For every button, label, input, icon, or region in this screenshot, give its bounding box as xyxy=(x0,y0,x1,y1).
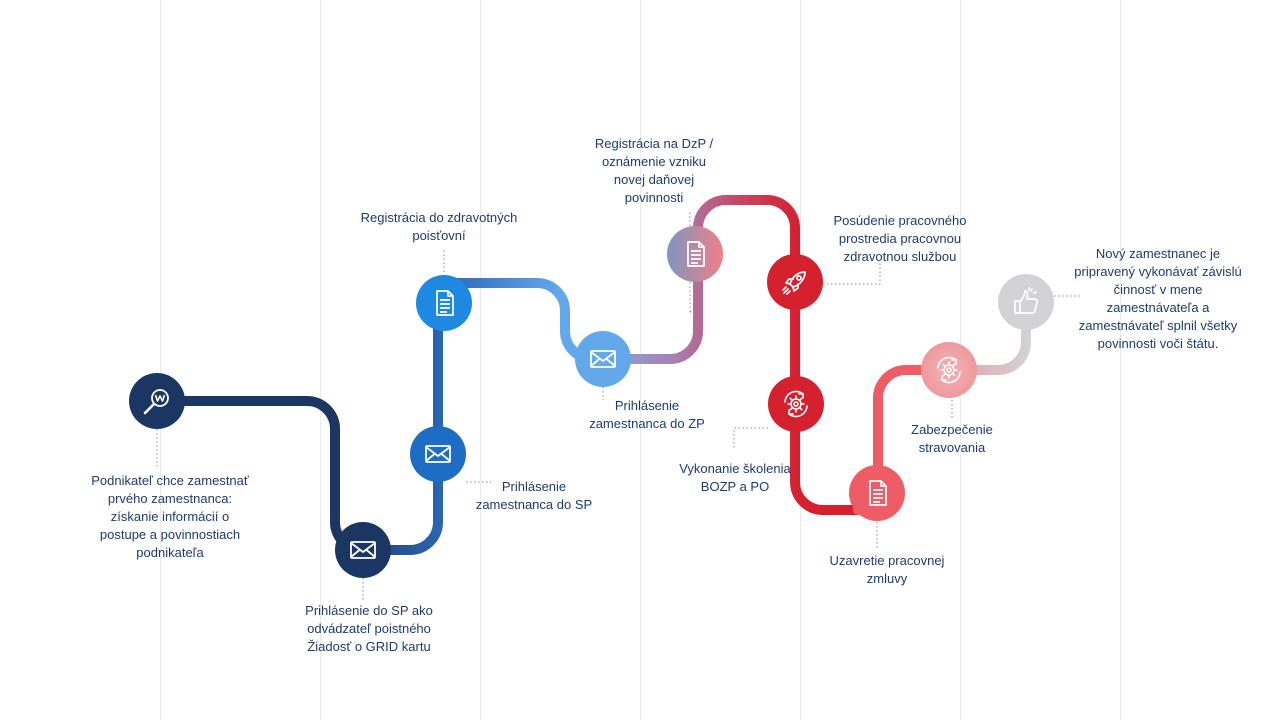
label-line: Registrácia do zdravotných xyxy=(360,210,518,225)
envelope-icon xyxy=(575,331,631,387)
label-line: pripravený vykonávať závislú xyxy=(1074,264,1242,279)
label-line: Zabezpečenie xyxy=(911,422,993,437)
label-line: povinnosti xyxy=(624,190,684,205)
document-icon xyxy=(667,226,723,282)
road-segment xyxy=(853,365,950,515)
envelope-icon xyxy=(335,522,391,578)
grid-line xyxy=(320,0,321,720)
road-segment xyxy=(598,195,863,515)
step-label-tax-registration: Registrácia na DzP / oznámenie vzniku no… xyxy=(580,135,728,207)
label-line: odvádzateľ poistného xyxy=(307,621,431,636)
label-line: Prihlásenie xyxy=(614,398,680,413)
label-line: prvého zamestnanca: xyxy=(107,491,233,506)
step-label-start: Podnikateľ chce zamestnať prvého zamestn… xyxy=(60,472,280,562)
step-label-zp-employee: Prihlásenie zamestnanca do ZP xyxy=(579,397,715,433)
label-line: zamestnávateľ splnil všetky xyxy=(1078,318,1238,333)
search-w-icon xyxy=(129,373,185,429)
rocket-icon xyxy=(767,254,823,310)
label-line: povinnosti voči štátu. xyxy=(1097,336,1219,351)
label-line: Nový zamestnanec je xyxy=(1095,246,1221,261)
label-line: poisťovní xyxy=(412,228,466,243)
envelope-icon xyxy=(410,426,466,482)
step-label-work-assessment: Posúdenie pracovného prostredia pracovno… xyxy=(817,212,983,266)
label-line: zmluvy xyxy=(866,571,908,586)
label-line: prostredia pracovnou xyxy=(838,231,962,246)
label-line: Prihlásenie do SP ako xyxy=(305,603,433,618)
step-label-contract: Uzavretie pracovnej zmluvy xyxy=(812,552,962,588)
label-line: BOZP a PO xyxy=(700,479,770,494)
road-segment xyxy=(358,278,608,555)
label-line: oznámenie vzniku xyxy=(601,154,707,169)
leader-line xyxy=(823,262,881,285)
label-line: Registrácia na DzP / xyxy=(594,136,714,151)
step-label-meals: Zabezpečenie stravovania xyxy=(892,421,1012,457)
label-line: Žiadosť o GRID kartu xyxy=(307,639,431,654)
grid-line xyxy=(800,0,801,720)
thumbs-up-icon xyxy=(998,274,1054,330)
document-icon xyxy=(416,275,472,331)
label-line: novej daňovej xyxy=(613,172,695,187)
leader-line xyxy=(733,427,768,448)
step-label-health-registration: Registrácia do zdravotných poisťovní xyxy=(344,209,534,245)
label-line: Uzavretie pracovnej xyxy=(829,553,945,568)
label-line: postupe a povinnostiach xyxy=(99,527,241,542)
grid-line xyxy=(1120,0,1121,720)
label-line: stravovania xyxy=(918,440,986,455)
step-label-sp-registration: Prihlásenie do SP ako odvádzateľ poistné… xyxy=(269,602,469,656)
label-line: zdravotnou službou xyxy=(843,249,957,264)
label-line: činnosť v mene xyxy=(1113,282,1203,297)
grid-line xyxy=(160,0,161,720)
step-label-sp-employee: Prihlásenie zamestnanca do SP xyxy=(466,478,602,514)
label-line: Podnikateľ chce zamestnať xyxy=(91,473,249,488)
label-line: Prihlásenie xyxy=(501,479,567,494)
road-segment xyxy=(940,297,1031,375)
step-label-bozp-training: Vykonanie školenia BOZP a PO xyxy=(660,460,810,496)
label-line: zamestnanca do ZP xyxy=(589,416,705,431)
label-line: zamestnanca do SP xyxy=(475,497,593,512)
gear-cycle-icon xyxy=(921,342,977,398)
grid-line xyxy=(480,0,481,720)
label-line: získanie informácií o xyxy=(110,509,230,524)
label-line: Posúdenie pracovného xyxy=(833,213,967,228)
document-icon xyxy=(849,465,905,521)
step-label-ready: Nový zamestnanec je pripravený vykonávať… xyxy=(1060,245,1256,353)
label-line: zamestnávateľa a xyxy=(1106,300,1210,315)
label-line: Vykonanie školenia xyxy=(679,461,791,476)
gear-cycle-icon xyxy=(768,376,824,432)
label-line: podnikateľa xyxy=(136,545,204,560)
